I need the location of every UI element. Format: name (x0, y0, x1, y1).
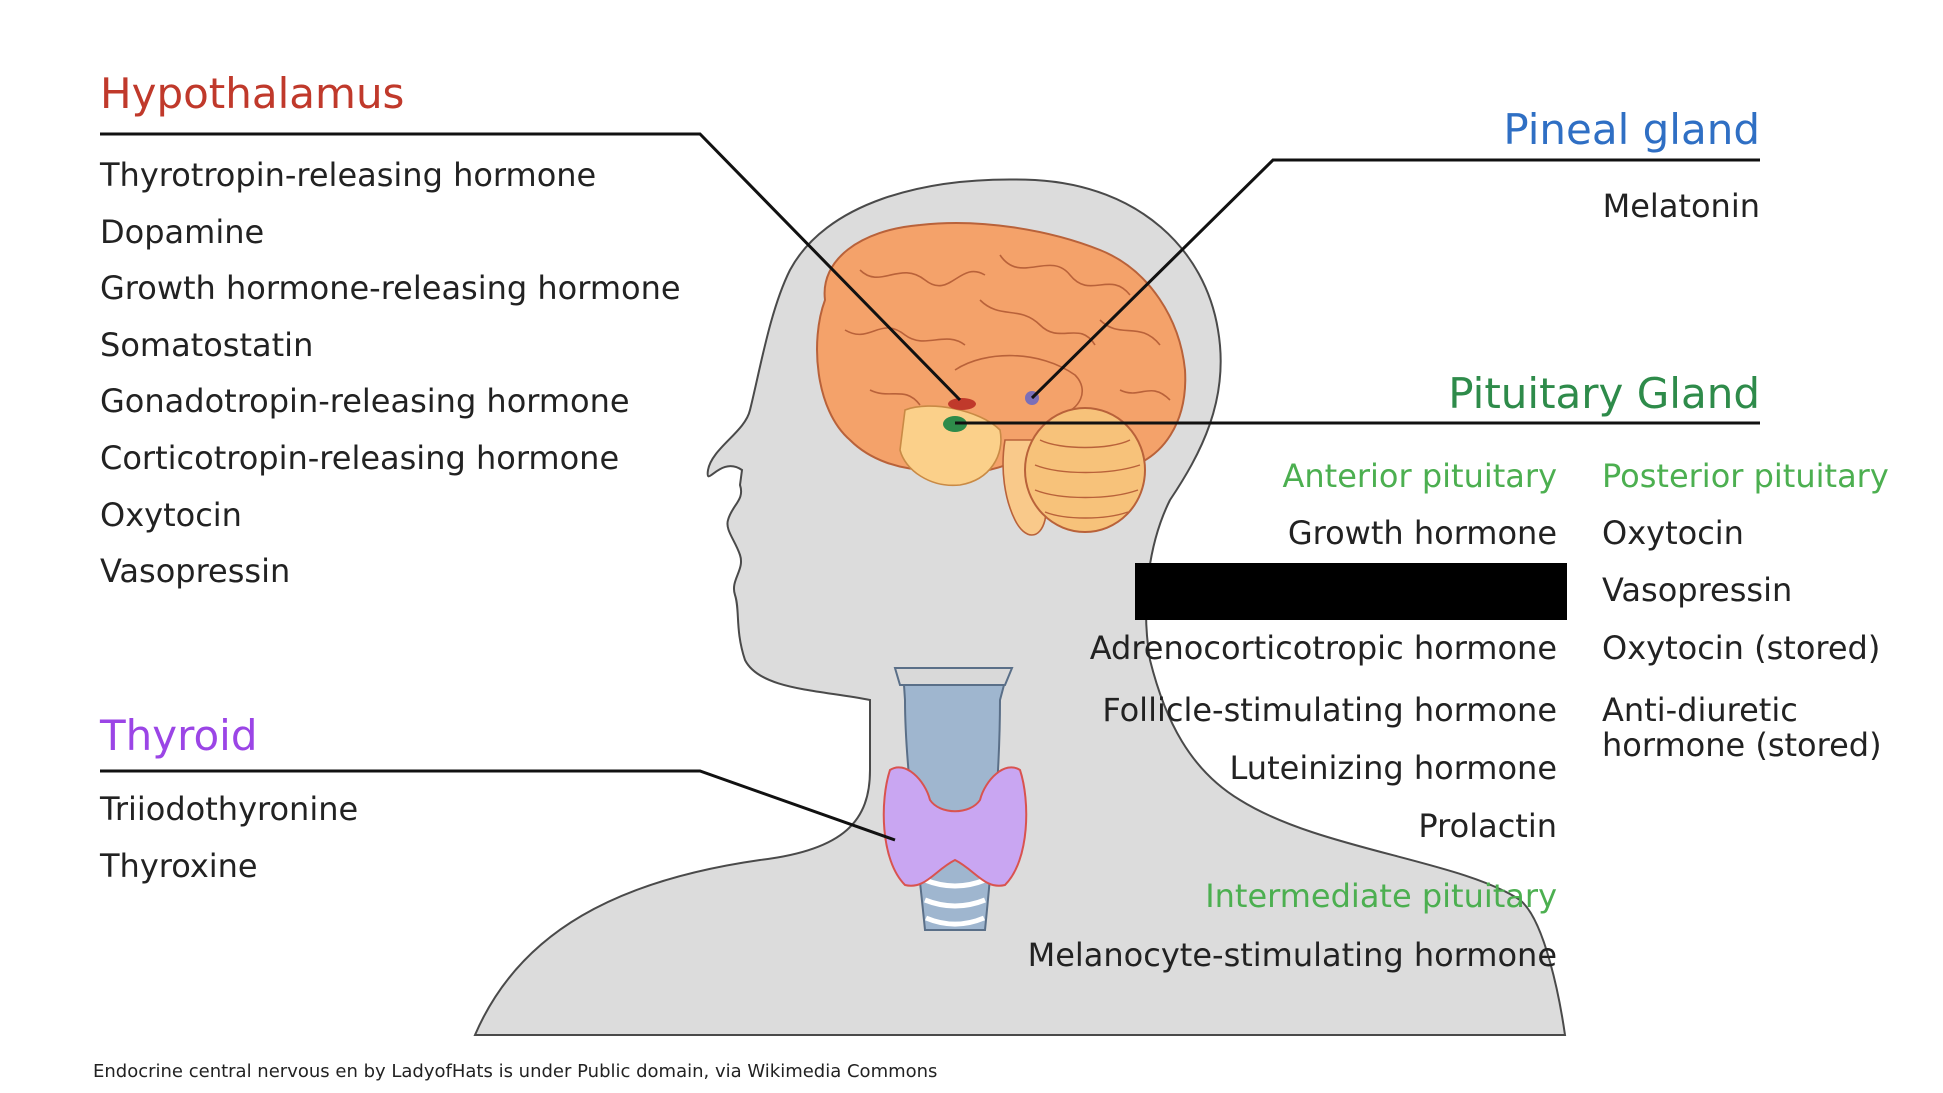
brain-lower (899, 405, 1002, 487)
hypothalamus-item: Corticotropin-releasing hormone (100, 439, 620, 477)
intermediate-pituitary-title: Intermediate pituitary (1205, 877, 1557, 915)
anterior-item: Prolactin (1418, 807, 1557, 845)
pituitary-title: Pituitary Gland (1448, 369, 1760, 418)
thyroid-leader (100, 769, 896, 842)
pineal-leader (1030, 158, 1760, 400)
pineal-title: Pineal gland (1503, 105, 1760, 154)
posterior-item: Vasopressin (1602, 571, 1793, 609)
anterior-item: Adrenocorticotropic hormone (1089, 629, 1557, 667)
hypothalamus-item: Oxytocin (100, 496, 242, 534)
posterior-pituitary-title: Posterior pituitary (1602, 457, 1889, 495)
redacted-box (1135, 563, 1567, 620)
hypothalamus-title: Hypothalamus (100, 69, 405, 118)
hypothalamus-item: Dopamine (100, 213, 265, 251)
head-silhouette (473, 178, 1567, 1036)
thyroid-item: Triiodothyronine (100, 790, 359, 828)
anterior-item: Luteinizing hormone (1229, 749, 1557, 787)
brain-folds (844, 254, 1171, 416)
posterior-item: Oxytocin (1602, 514, 1744, 552)
attribution-caption: Endocrine central nervous en by LadyofHa… (93, 1061, 938, 1082)
pineal-item: Melatonin (1602, 187, 1760, 225)
thyroid-gland (882, 766, 1028, 887)
larynx-top (893, 667, 1014, 686)
hypothalamus-leader (100, 132, 962, 402)
hypothalamus-item: Somatostatin (100, 326, 314, 364)
anterior-pituitary-title: Anterior pituitary (1282, 457, 1557, 495)
posterior-item: Oxytocin (stored) (1602, 629, 1881, 667)
hypothalamus-gland (948, 398, 976, 410)
hypothalamus-item: Vasopressin (100, 552, 291, 590)
thyroid-title: Thyroid (100, 711, 258, 760)
trachea-rings (924, 877, 986, 927)
hypothalamus-item: Gonadotropin-releasing hormone (100, 382, 630, 420)
cerebellum (1024, 407, 1146, 533)
hypothalamus-item: Growth hormone-releasing hormone (100, 269, 681, 307)
intermediate-item: Melanocyte-stimulating hormone (1027, 936, 1557, 974)
thyroid-item: Thyroxine (100, 847, 258, 885)
posterior-item: hormone (stored) (1602, 726, 1882, 764)
cerebellum-folds (1034, 439, 1141, 519)
anterior-item: Follicle-stimulating hormone (1102, 691, 1557, 729)
posterior-item: Anti-diuretic (1602, 691, 1798, 729)
anterior-item: Growth hormone (1287, 514, 1557, 552)
hypothalamus-item: Thyrotropin-releasing hormone (100, 156, 597, 194)
